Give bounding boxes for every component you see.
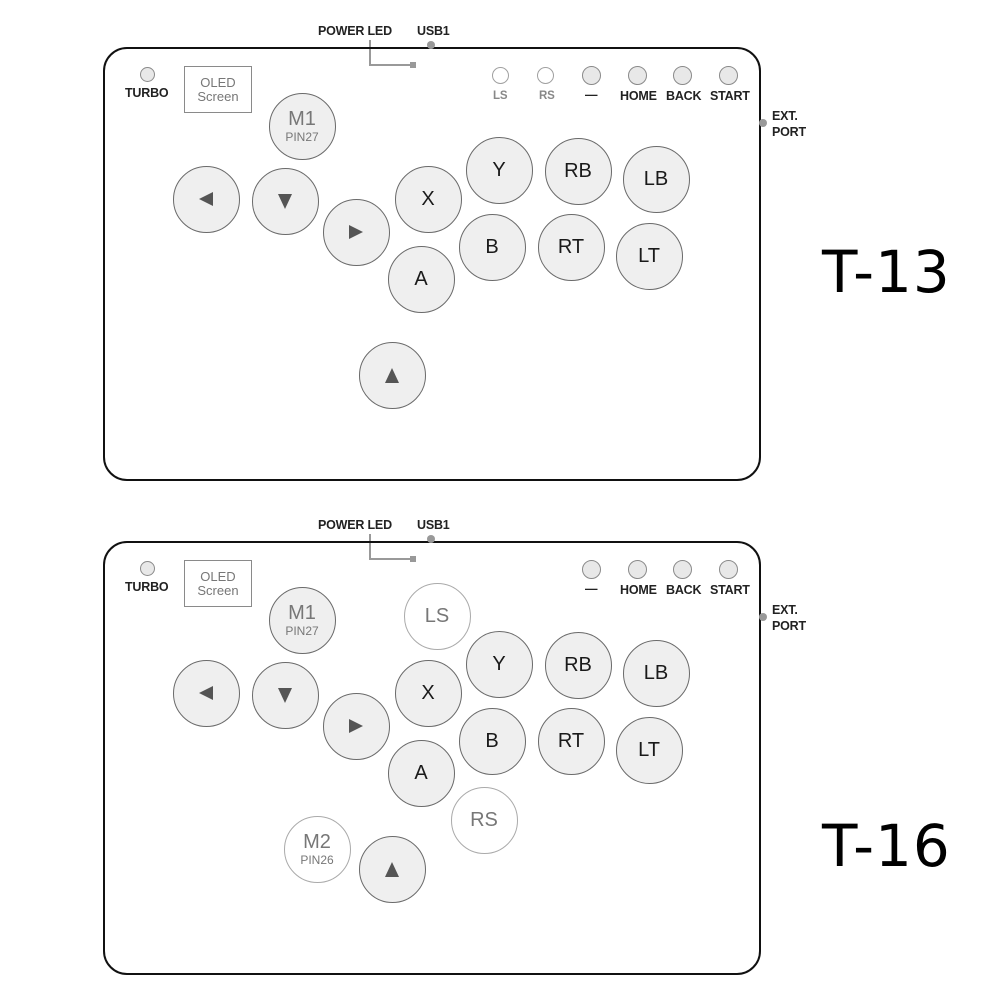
left-button[interactable] bbox=[172, 659, 240, 727]
turbo-label: TURBO bbox=[125, 580, 169, 594]
rb-button[interactable]: RB bbox=[544, 631, 612, 699]
power-led-wire bbox=[369, 534, 371, 559]
a-button[interactable]: A bbox=[387, 739, 455, 807]
right-button[interactable] bbox=[322, 198, 390, 266]
back-button[interactable] bbox=[673, 560, 692, 579]
left-arrow-icon bbox=[199, 192, 213, 206]
usb-label: USB1 bbox=[417, 24, 450, 38]
x-button[interactable]: X bbox=[394, 165, 462, 233]
home-label: HOME bbox=[620, 583, 657, 597]
up-arrow-icon bbox=[385, 367, 399, 383]
rs-button[interactable]: RS bbox=[450, 786, 518, 854]
layout-t13: POWER LED USB1 EXT. PORT TURBO OLED Scre… bbox=[0, 0, 1000, 494]
start-button[interactable] bbox=[719, 66, 738, 85]
x-button[interactable]: X bbox=[394, 659, 462, 727]
usb-port-icon bbox=[427, 41, 435, 49]
back-label: BACK bbox=[666, 583, 702, 597]
home-button[interactable] bbox=[628, 66, 647, 85]
down-button[interactable] bbox=[251, 167, 319, 235]
up-arrow-icon bbox=[385, 861, 399, 877]
lt-button[interactable]: LT bbox=[615, 222, 683, 290]
oled-screen: OLED Screen bbox=[184, 560, 252, 607]
y-button[interactable]: Y bbox=[465, 136, 533, 204]
power-led-icon bbox=[410, 556, 416, 562]
power-led-label: POWER LED bbox=[318, 24, 392, 38]
m1-button[interactable]: M1 PIN27 bbox=[268, 92, 336, 160]
b-button[interactable]: B bbox=[458, 213, 526, 281]
minus-label: — bbox=[585, 88, 598, 102]
right-arrow-icon bbox=[349, 225, 363, 239]
home-label: HOME bbox=[620, 89, 657, 103]
ext-port-label: EXT. PORT bbox=[772, 109, 806, 139]
power-led-label: POWER LED bbox=[318, 518, 392, 532]
turbo-led[interactable] bbox=[140, 67, 155, 82]
rt-button[interactable]: RT bbox=[537, 213, 605, 281]
ext-port-icon bbox=[759, 119, 767, 127]
down-button[interactable] bbox=[251, 661, 319, 729]
model-label: T-13 bbox=[822, 238, 951, 306]
power-led-icon bbox=[410, 62, 416, 68]
model-label: T-16 bbox=[822, 812, 951, 880]
left-arrow-icon bbox=[199, 686, 213, 700]
rs-small-button[interactable] bbox=[537, 67, 554, 84]
turbo-led[interactable] bbox=[140, 561, 155, 576]
minus-button[interactable] bbox=[582, 560, 601, 579]
lt-button[interactable]: LT bbox=[615, 716, 683, 784]
rs-small-label: RS bbox=[539, 90, 555, 102]
usb-label: USB1 bbox=[417, 518, 450, 532]
ls-button[interactable]: LS bbox=[403, 582, 471, 650]
lb-button[interactable]: LB bbox=[622, 145, 690, 213]
down-arrow-icon bbox=[278, 193, 292, 209]
power-led-wire bbox=[369, 64, 411, 66]
home-button[interactable] bbox=[628, 560, 647, 579]
back-button[interactable] bbox=[673, 66, 692, 85]
left-button[interactable] bbox=[172, 165, 240, 233]
up-button[interactable] bbox=[358, 341, 426, 409]
right-button[interactable] bbox=[322, 692, 390, 760]
m1-button[interactable]: M1 PIN27 bbox=[268, 586, 336, 654]
ext-port-icon bbox=[759, 613, 767, 621]
layout-t16: POWER LED USB1 EXT. PORT TURBO OLED Scre… bbox=[0, 494, 1000, 988]
b-button[interactable]: B bbox=[458, 707, 526, 775]
rt-button[interactable]: RT bbox=[537, 707, 605, 775]
minus-button[interactable] bbox=[582, 66, 601, 85]
usb-port-icon bbox=[427, 535, 435, 543]
m2-button[interactable]: M2 PIN26 bbox=[283, 815, 351, 883]
power-led-wire bbox=[369, 40, 371, 65]
down-arrow-icon bbox=[278, 687, 292, 703]
right-arrow-icon bbox=[349, 719, 363, 733]
back-label: BACK bbox=[666, 89, 702, 103]
up-button[interactable] bbox=[358, 835, 426, 903]
minus-label: — bbox=[585, 582, 598, 596]
start-label: START bbox=[710, 89, 750, 103]
ls-small-button[interactable] bbox=[492, 67, 509, 84]
power-led-wire bbox=[369, 558, 411, 560]
ls-small-label: LS bbox=[493, 90, 508, 102]
lb-button[interactable]: LB bbox=[622, 639, 690, 707]
turbo-label: TURBO bbox=[125, 86, 169, 100]
start-button[interactable] bbox=[719, 560, 738, 579]
y-button[interactable]: Y bbox=[465, 630, 533, 698]
oled-screen: OLED Screen bbox=[184, 66, 252, 113]
ext-port-label: EXT. PORT bbox=[772, 603, 806, 633]
start-label: START bbox=[710, 583, 750, 597]
rb-button[interactable]: RB bbox=[544, 137, 612, 205]
a-button[interactable]: A bbox=[387, 245, 455, 313]
